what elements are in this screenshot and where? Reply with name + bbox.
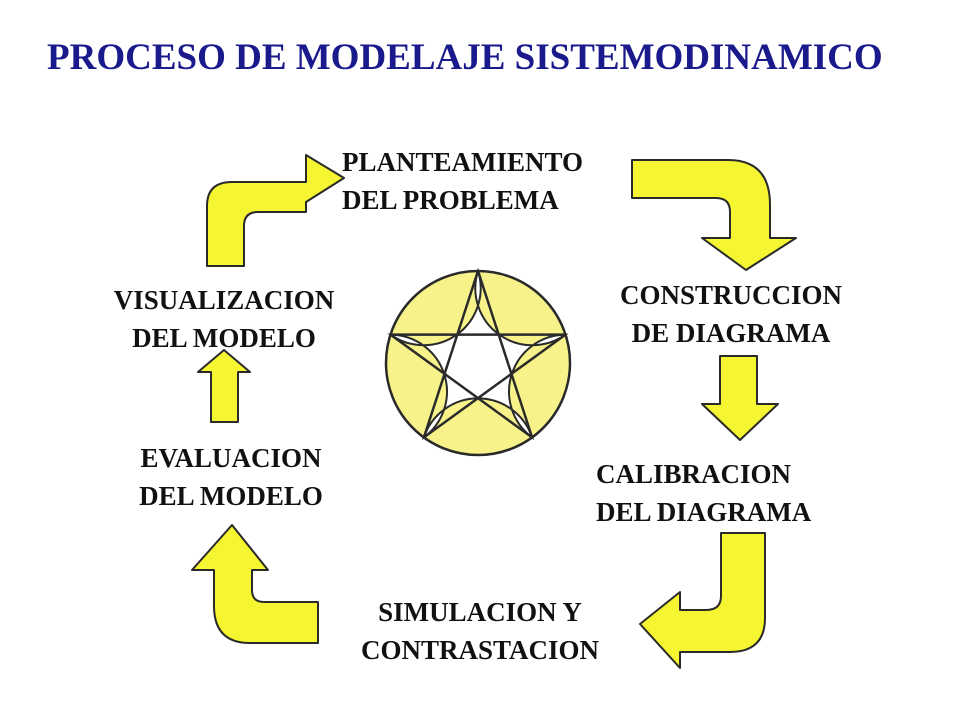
page-title: PROCESO DE MODELAJE SISTEMODINAMICO: [47, 37, 883, 78]
arrow-visualizacion-to-planteamiento-body: [206, 154, 345, 267]
step-planteamiento-line2: DEL PROBLEMA: [342, 185, 559, 215]
step-evaluacion-line1: EVALUACION: [140, 443, 322, 473]
arrow-simulacion-to-evaluacion: [191, 524, 319, 644]
step-simulacion-line2: CONTRASTACION: [360, 635, 600, 665]
step-construccion-line2: DE DIAGRAMA: [631, 318, 831, 348]
step-construccion-line1: CONSTRUCCION: [619, 280, 843, 310]
step-evaluacion: EVALUACION DEL MODELO: [96, 439, 366, 515]
step-visualizacion-line2: DEL MODELO: [132, 323, 316, 353]
step-planteamiento: PLANTEAMIENTO DEL PROBLEMA: [342, 143, 583, 219]
step-visualizacion: VISUALIZACION DEL MODELO: [86, 281, 362, 357]
arrow-planteamiento-to-construccion: [631, 159, 797, 271]
step-calibracion-line2: DEL DIAGRAMA: [596, 497, 812, 527]
step-construccion: CONSTRUCCION DE DIAGRAMA: [596, 276, 866, 352]
arrow-calibracion-to-simulacion: [639, 532, 766, 669]
step-calibracion: CALIBRACION DEL DIAGRAMA: [596, 455, 811, 531]
star-in-circle-icon: [384, 267, 572, 457]
step-evaluacion-line2: DEL MODELO: [139, 481, 323, 511]
arrow-construccion-to-calibracion: [701, 355, 779, 441]
step-visualizacion-line1: VISUALIZACION: [113, 285, 335, 315]
step-planteamiento-line1: PLANTEAMIENTO: [342, 147, 584, 177]
step-simulacion-line1: SIMULACION Y: [378, 597, 582, 627]
emblem-star-lines: [389, 269, 567, 439]
step-calibracion-line1: CALIBRACION: [596, 459, 792, 489]
step-simulacion: SIMULACION Y CONTRASTACION: [330, 593, 630, 669]
arrow-evaluacion-to-visualizacion: [197, 349, 251, 423]
